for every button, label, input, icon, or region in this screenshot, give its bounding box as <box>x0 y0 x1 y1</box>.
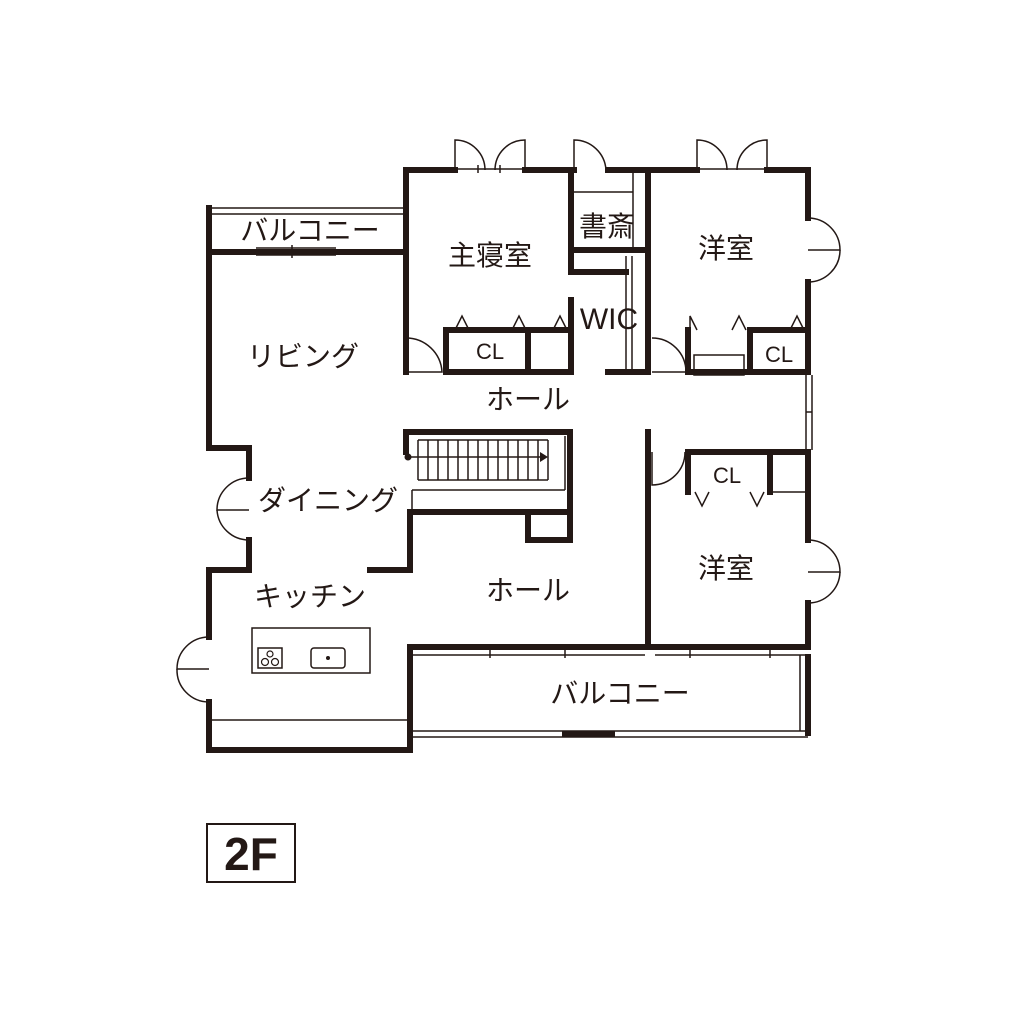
label-dining: ダイニング <box>258 484 398 517</box>
label-bedroom-top-right: 洋室 <box>698 232 754 265</box>
label-kitchen: キッチン <box>254 580 366 613</box>
label-living: リビング <box>247 340 359 373</box>
stair-start-dot <box>404 453 412 461</box>
closet-details <box>454 314 805 508</box>
label-hall-upper: ホール <box>486 383 570 416</box>
label-closet-bottom-right: CL <box>713 463 741 488</box>
kitchen-counter <box>251 627 371 674</box>
stair-arrow-icon <box>540 452 548 462</box>
label-closet-master: CL <box>476 339 504 364</box>
floor-tag: 2F <box>224 828 278 880</box>
label-study: 書斎 <box>579 210 635 243</box>
label-wic: WIC <box>580 303 638 336</box>
label-master-bedroom: 主寝室 <box>448 239 532 272</box>
walls <box>206 167 811 753</box>
door-swings <box>176 139 841 703</box>
stair-treads <box>427 440 539 480</box>
floor-tag-box <box>206 823 296 883</box>
label-balcony-bottom: バルコニー <box>550 677 689 710</box>
cooktop-icon <box>260 650 280 667</box>
label-hall-lower: ホール <box>486 574 570 607</box>
stairs <box>408 436 566 512</box>
label-balcony-top: バルコニー <box>240 214 379 247</box>
sink-drain-icon <box>326 656 330 660</box>
label-bedroom-bottom-right: 洋室 <box>698 552 754 585</box>
label-closet-top-right: CL <box>765 342 793 367</box>
